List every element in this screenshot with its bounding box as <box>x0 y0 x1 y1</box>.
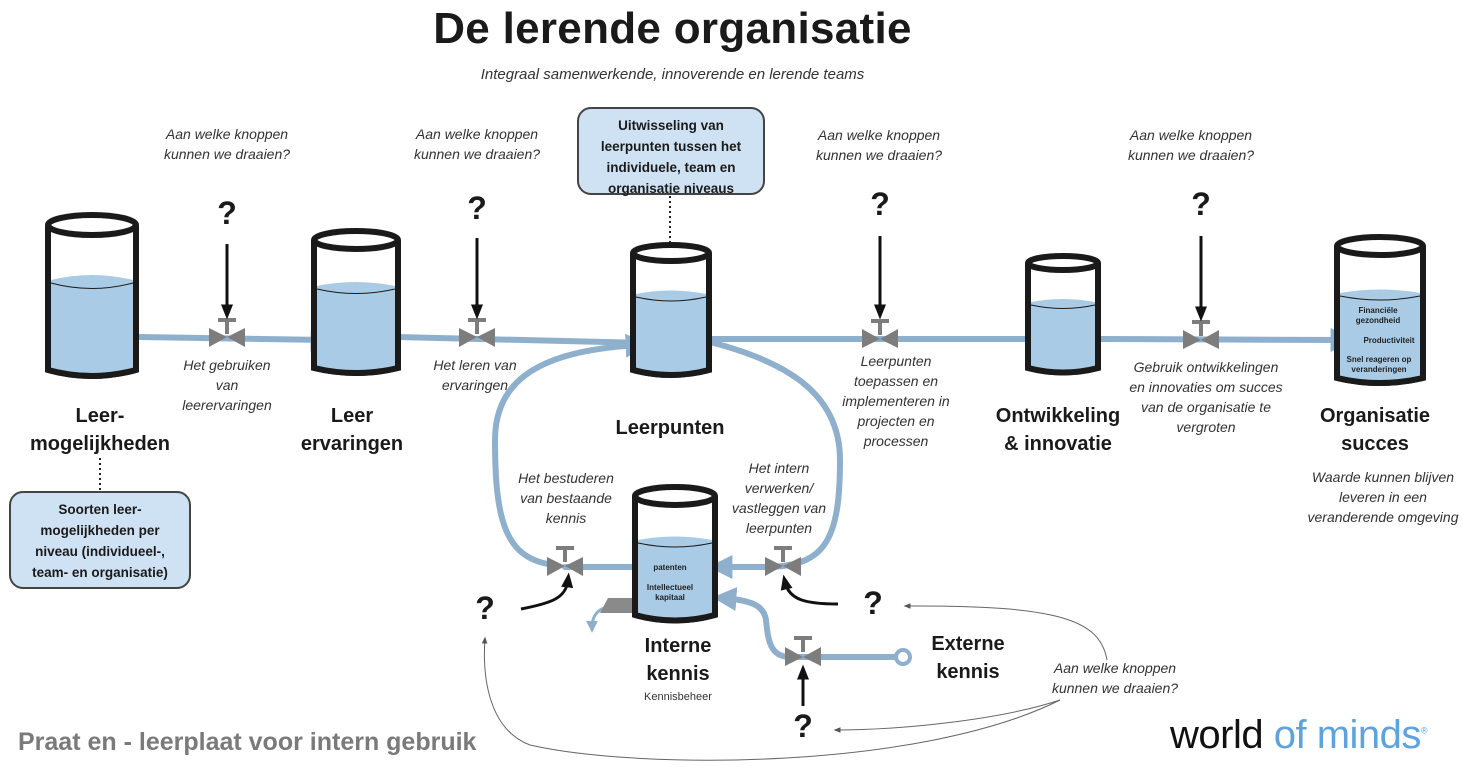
label-leerpunten: Leerpunten <box>615 417 725 439</box>
container-intern <box>632 484 718 624</box>
question-mark-2: ? <box>467 190 487 226</box>
question-mark-1: ? <box>217 195 237 231</box>
inner-label-patenten: patenten <box>653 563 687 572</box>
thin-arrows <box>481 603 1108 761</box>
flow-label-gebruiken: Het gebruiken van leerervaringen <box>182 357 272 413</box>
question-mark-6: ? <box>863 585 883 621</box>
valve-5 <box>547 546 583 576</box>
question-mark-7: ? <box>793 708 813 744</box>
question-mark-4: ? <box>1191 186 1211 222</box>
question-mark-5: ? <box>475 590 495 626</box>
label-leermogelijkheden: Leer-mogelijkheden <box>29 405 171 455</box>
question-label: Aan welke knoppen kunnen we draaien? <box>163 126 291 162</box>
valve-2 <box>459 318 495 347</box>
container-leerervaringen <box>311 228 401 376</box>
flow-label-bestuderen: Het bestuderen van bestaande kennis <box>518 470 614 526</box>
drain-spout <box>600 598 640 613</box>
inner-label-snel: Snel reageren op veranderingen <box>1346 355 1412 374</box>
pipe-loop-right <box>707 339 844 570</box>
valve-3 <box>862 319 898 348</box>
inner-label-financieel: Financiële gezondheid <box>1355 306 1401 325</box>
extern-source-node <box>894 648 912 666</box>
flow-label-toepassen: Leerpunten toepassen en implementeren in… <box>842 353 950 449</box>
page-subtitle: Integraal samenwerkende, innoverende en … <box>480 66 865 83</box>
question-mark-3: ? <box>870 186 890 222</box>
flow-label-waarde: Waarde kunnen blijven leveren in een ver… <box>1307 469 1459 525</box>
valve-7 <box>785 636 821 666</box>
brand-logo: world of minds® <box>1170 713 1428 757</box>
container-leermogelijkheden <box>45 212 139 379</box>
inner-label-productiviteit: Productiviteit <box>1363 336 1415 345</box>
inner-label-kapitaal: Intellectueel kapitaal <box>646 583 694 602</box>
flow-label-verwerken: Het intern verwerken/ vastleggen van lee… <box>731 460 827 536</box>
pipe-extern <box>712 587 903 660</box>
question-label: Aan welke knoppen kunnen we draaien? <box>1051 660 1179 696</box>
flow-label-leren: Het leren van ervaringen <box>433 357 517 393</box>
valve-1 <box>209 318 245 347</box>
valve-4 <box>1183 320 1219 349</box>
container-leerpunten <box>630 242 712 378</box>
question-label: Aan welke knoppen kunnen we draaien? <box>815 127 943 163</box>
footer-text: Praat en - leerplaat voor intern gebruik <box>18 728 477 756</box>
pipe-loop-left <box>491 333 650 568</box>
valve-6 <box>765 546 801 576</box>
container-ontwikkeling <box>1025 253 1101 376</box>
pipe-4 <box>1097 327 1355 352</box>
question-arrows <box>221 236 1207 706</box>
callout-types: Soorten leer-mogelijkheden per niveau (i… <box>9 491 191 589</box>
container-succes <box>1334 234 1426 386</box>
question-label: Aan welke knoppen kunnen we draaien? <box>1127 127 1255 163</box>
pipe-2 <box>395 330 655 355</box>
page-title: De lerende organisatie <box>433 4 912 53</box>
label-kennisbeheer: Kennisbeheer <box>644 691 712 703</box>
callout-exchange: Uitwisseling van leerpunten tussen het i… <box>577 107 765 196</box>
flow-label-gebruik-ontwikkelingen: Gebruik ontwikkelingen en innovaties om … <box>1129 359 1283 435</box>
label-ontwikkeling: Ontwikkeling& innovatie <box>995 405 1121 455</box>
question-label: Aan welke knoppen kunnen we draaien? <box>413 126 541 162</box>
